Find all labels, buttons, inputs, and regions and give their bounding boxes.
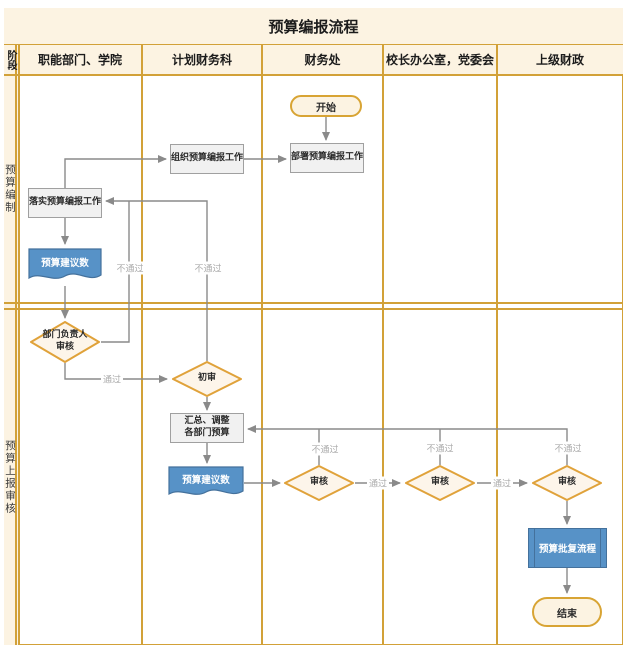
end-node[interactable]: 结束 <box>532 597 602 627</box>
diamond-shape <box>172 361 242 397</box>
summarize-label: 汇总、调整各部门预算 <box>184 416 229 439</box>
deploy-budget-work-box[interactable]: 部署预算编报工作 <box>290 143 364 173</box>
stage-divider-line-top <box>4 302 623 304</box>
title-divider-line <box>4 43 623 45</box>
dept-head-review-line1: 部门负责人 <box>42 330 88 341</box>
edge-label-fail-review1: 不通过 <box>309 442 341 456</box>
diamond-shape <box>405 465 475 501</box>
stage-column-divider-outer <box>18 44 20 645</box>
predefined-process-bar-right <box>599 529 601 567</box>
stage-label-budget-preparation: 预算编制 <box>4 163 16 214</box>
page-title: 预算编报流程 <box>268 17 359 36</box>
header-divider-line <box>4 74 623 76</box>
predefined-process-bar-left <box>534 529 536 567</box>
summarize-line2: 各部门预算 <box>184 428 230 438</box>
lane-divider-2 <box>261 44 263 645</box>
dept-head-review-line2: 审核 <box>55 342 74 352</box>
document-shape <box>28 248 102 280</box>
title-bar-background <box>4 8 623 44</box>
decision-dept-head-review[interactable]: 部门负责人审核 <box>29 321 101 363</box>
edge-label-pass-review1: 通过 <box>366 476 390 490</box>
initial-review-label: 初审 <box>197 373 216 384</box>
diamond-shape <box>532 465 602 501</box>
budget-proposal-1-label: 预算建议数 <box>41 257 89 269</box>
decision-review-finance-office[interactable]: 审核 <box>283 465 355 501</box>
lane-header-president-office: 校长办公室，党委会 <box>385 53 494 67</box>
lane-divider-4 <box>496 44 498 645</box>
budget-proposal-document-1[interactable]: 预算建议数 <box>28 248 102 286</box>
decision-review-superior-finance[interactable]: 审核 <box>531 465 603 501</box>
implement-label: 落实预算编报工作 <box>29 197 102 208</box>
stage-column-divider-inner <box>15 44 17 645</box>
budget-approval-process-box[interactable]: 预算批复流程 <box>528 528 607 568</box>
review-finance-office-label: 审核 <box>309 477 328 488</box>
edge-label-fail-initial-review: 不通过 <box>192 261 224 275</box>
edge-label-pass-review2: 通过 <box>490 476 514 490</box>
organize-label: 组织预算编报工作 <box>171 153 244 164</box>
edge-label-fail-review2: 不通过 <box>424 441 456 455</box>
lane-divider-3 <box>382 44 384 645</box>
stage-label-budget-submission-review: 预算上报审核 <box>4 439 16 515</box>
lane-header-planning-finance-section: 计划财务科 <box>171 53 232 67</box>
edge-label-fail-review3: 不通过 <box>552 441 584 455</box>
deploy-label: 部署预算编报工作 <box>291 152 364 163</box>
dept-head-review-label: 部门负责人审核 <box>42 330 87 353</box>
diamond-shape <box>30 321 100 363</box>
stage-divider-line-bottom <box>4 308 623 310</box>
review-president-office-label: 审核 <box>430 477 449 488</box>
budget-proposal-2-label: 预算建议数 <box>182 474 230 486</box>
lane-header-finance-office: 财务处 <box>304 53 341 67</box>
start-node[interactable]: 开始 <box>290 95 362 117</box>
summarize-adjust-budgets-box[interactable]: 汇总、调整各部门预算 <box>170 413 244 443</box>
budget-proposal-document-2[interactable]: 预算建议数 <box>168 466 244 502</box>
start-label: 开始 <box>316 102 336 114</box>
diamond-shape <box>284 465 354 501</box>
implement-budget-work-box[interactable]: 落实预算编报工作 <box>28 188 102 218</box>
edge-label-pass-dept-review: 通过 <box>100 372 124 386</box>
lane-header-functional-departments: 职能部门、学院 <box>37 53 122 67</box>
stage-column-header: 阶段 <box>5 49 16 70</box>
edge-label-fail-dept-review: 不通过 <box>114 261 146 275</box>
review-superior-finance-label: 审核 <box>557 477 576 488</box>
lane-divider-1 <box>141 44 143 645</box>
decision-review-president-office[interactable]: 审核 <box>404 465 476 501</box>
approval-process-label: 预算批复流程 <box>538 544 596 555</box>
summarize-line1: 汇总、调整 <box>184 416 230 427</box>
decision-initial-review[interactable]: 初审 <box>171 361 243 397</box>
header-row-background <box>4 44 623 75</box>
document-shape <box>168 466 244 496</box>
end-label: 结束 <box>557 608 577 620</box>
organize-budget-work-box[interactable]: 组织预算编报工作 <box>170 144 244 174</box>
lane-header-superior-finance: 上级财政 <box>535 53 584 67</box>
